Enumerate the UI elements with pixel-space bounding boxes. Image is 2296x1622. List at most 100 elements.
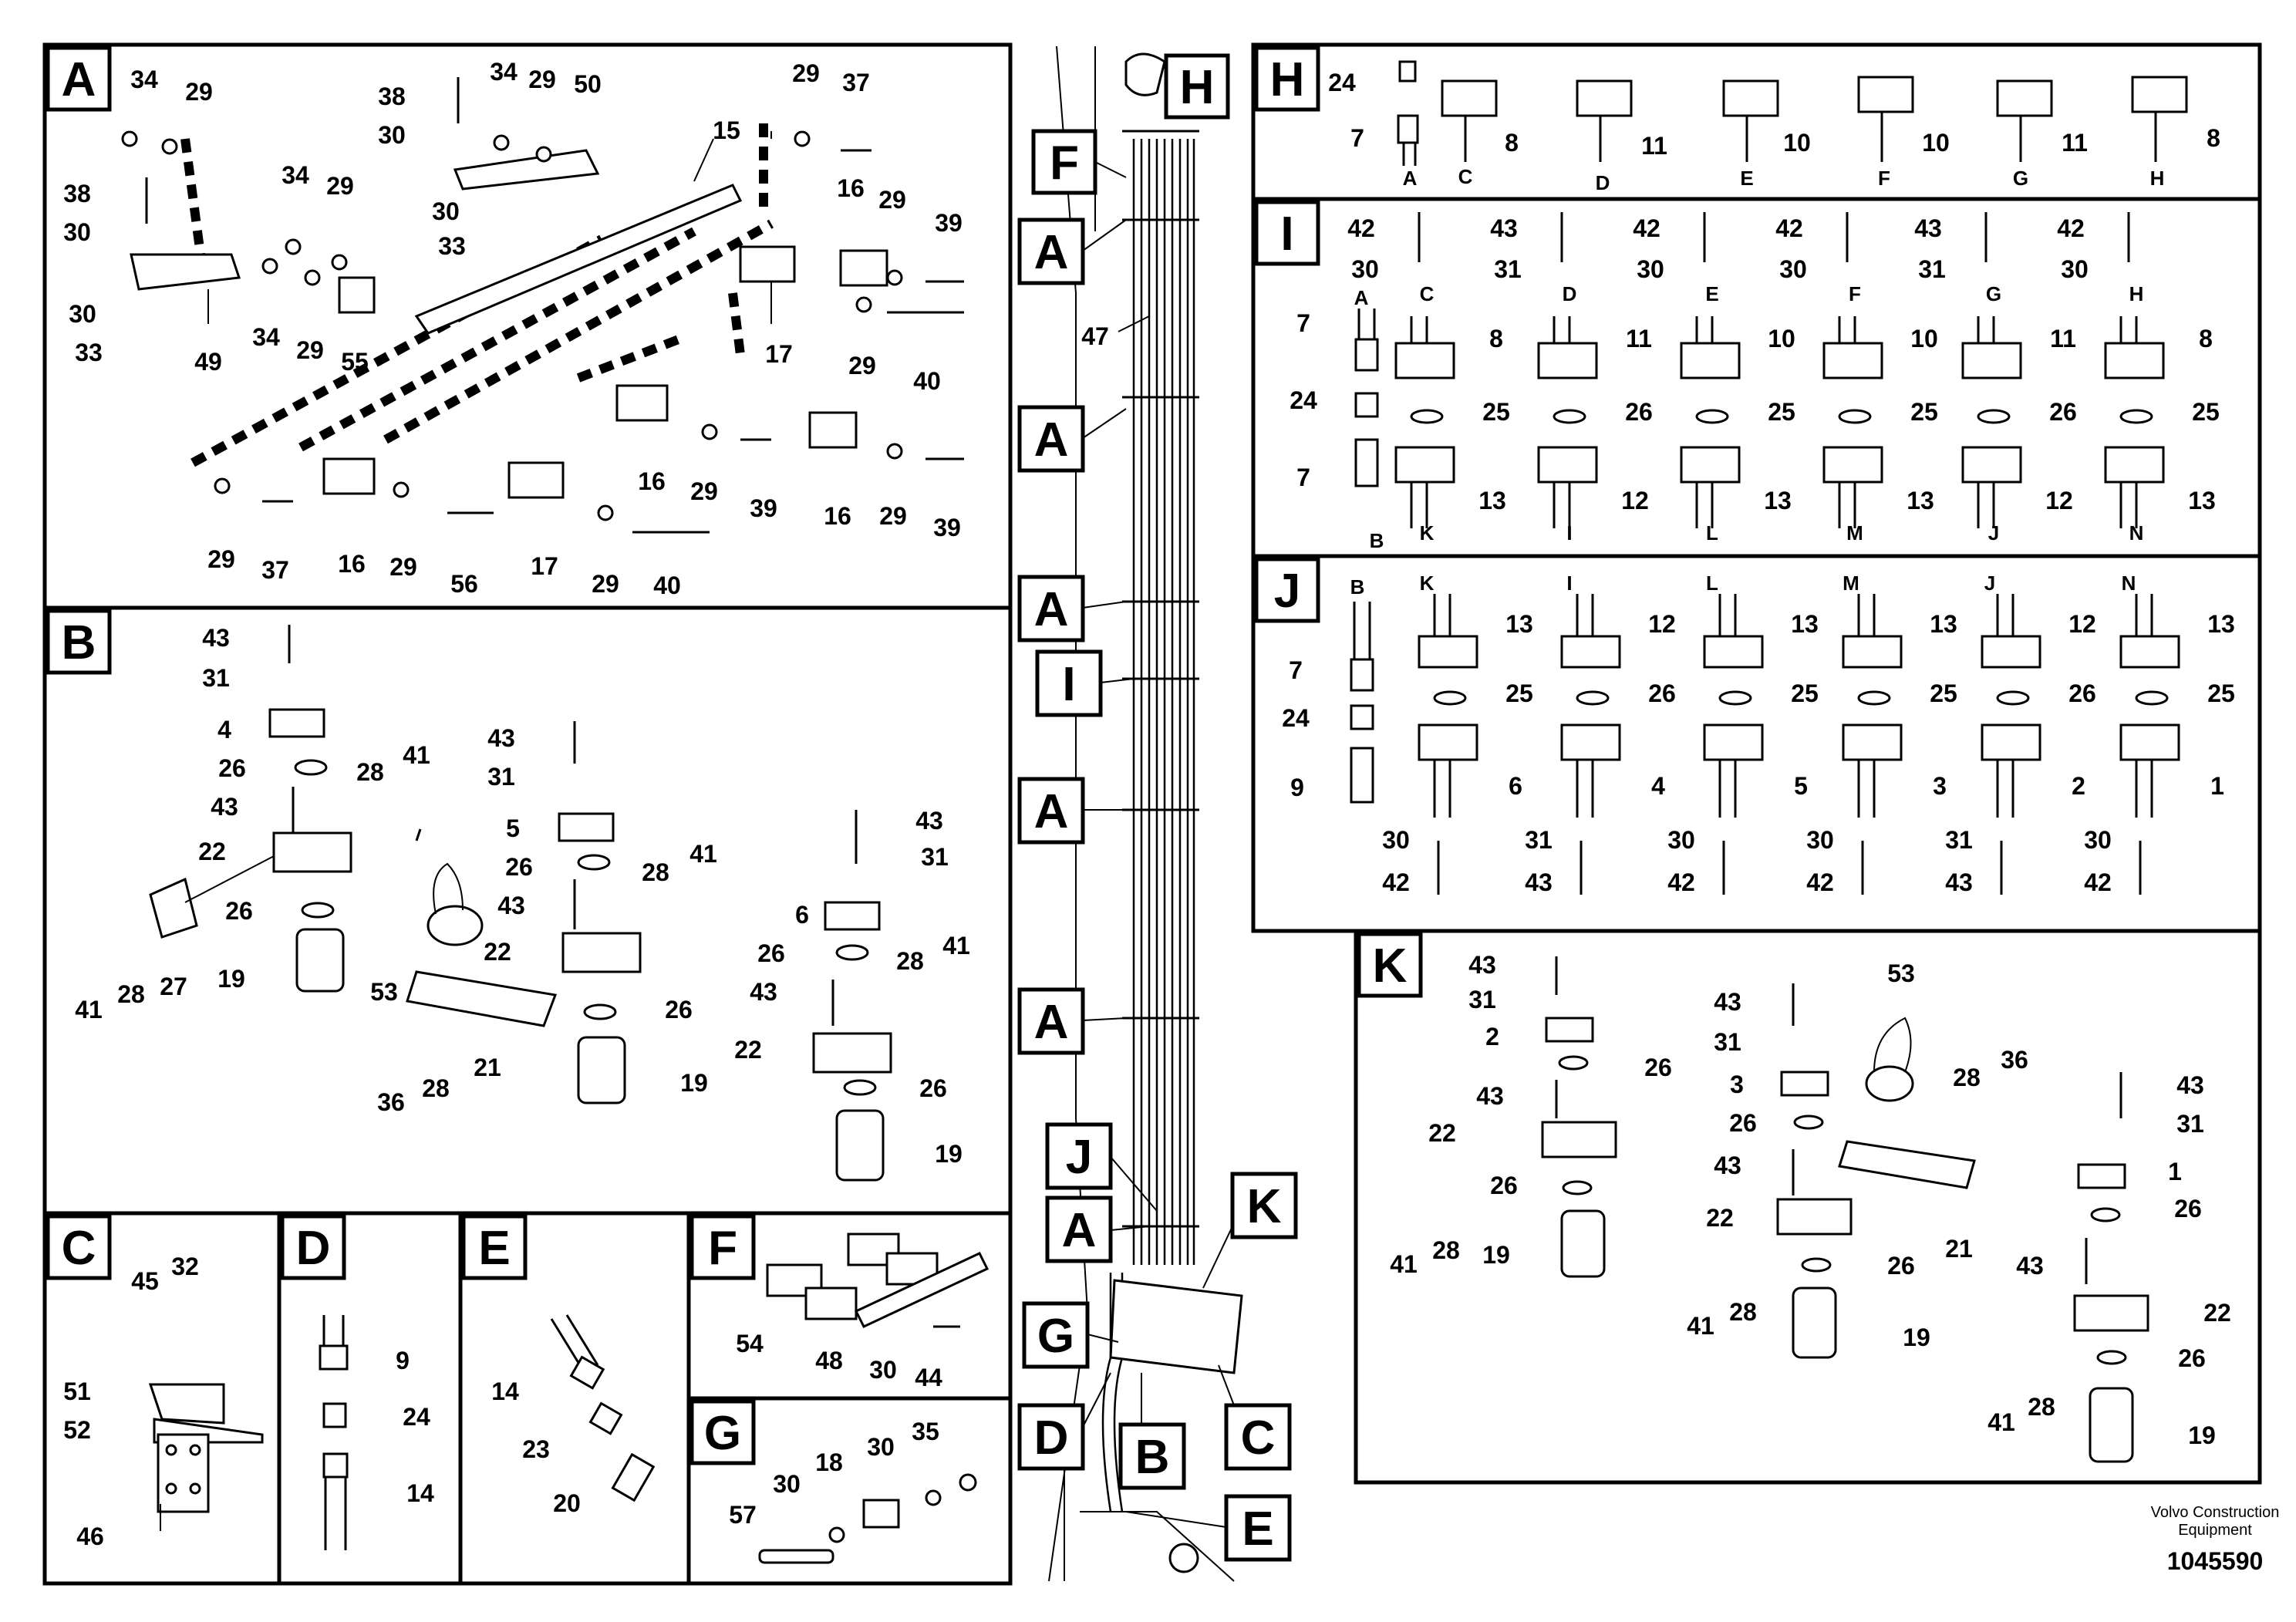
svg-text:14: 14 [406,1479,434,1507]
svg-text:30: 30 [867,1433,895,1461]
svg-text:26: 26 [505,853,533,881]
footer: Volvo Construction Equipment 1045590 [2151,1504,2280,1575]
section-i-label: 25 [1768,398,1795,426]
section-b-drawing [149,625,892,1182]
section-j-label: 13 [1930,610,1957,638]
svg-text:18: 18 [815,1448,843,1476]
svg-text:28: 28 [356,758,384,786]
section-j-label: 26 [1648,679,1676,707]
section-i-label: 30 [1351,255,1379,283]
svg-text:57: 57 [729,1501,757,1529]
svg-text:34: 34 [252,323,280,351]
section-i-label: 42 [1347,214,1375,242]
svg-text:I: I [1062,658,1075,711]
svg-text:19: 19 [1903,1324,1930,1351]
svg-text:F: F [1878,167,1890,190]
svg-text:24: 24 [1328,69,1356,96]
section-g-drawing [758,1473,977,1564]
section-tag-i: I [1254,200,1320,266]
svg-text:28: 28 [1432,1236,1460,1264]
section-j-label: 7 [1289,656,1303,684]
svg-text:31: 31 [2176,1110,2204,1138]
section-j-letter: I [1566,572,1572,595]
section-j-label: 12 [2068,610,2096,638]
svg-text:K: K [1247,1180,1282,1233]
svg-text:19: 19 [935,1140,963,1168]
svg-text:51: 51 [63,1378,91,1405]
svg-text:C: C [1241,1411,1276,1465]
section-j-letter: M [1843,572,1859,595]
company-name-line1: Volvo Construction [2151,1504,2280,1521]
section-tag-j: J [1254,557,1320,623]
svg-text:16: 16 [824,502,851,530]
svg-text:29: 29 [528,66,556,93]
svg-text:A: A [1034,583,1069,636]
svg-text:39: 39 [750,494,777,522]
section-k-labels: 43 31 2 26 43 22 26 41 28 19 53 43 31 3 … [1390,951,2231,1449]
svg-text:C: C [1458,165,1473,188]
section-i-label: 25 [2192,398,2220,426]
svg-text:43: 43 [2016,1252,2044,1280]
section-i-label: 13 [1764,487,1792,514]
section-i-label: 31 [1918,255,1946,283]
svg-text:46: 46 [76,1523,104,1550]
svg-text:29: 29 [878,186,906,214]
svg-text:29: 29 [690,477,718,505]
svg-text:37: 37 [261,556,289,584]
svg-text:43: 43 [2176,1071,2204,1099]
section-j-label: 42 [2084,868,2112,896]
svg-text:43: 43 [211,793,238,821]
svg-text:31: 31 [1714,1028,1741,1056]
svg-text:J: J [1274,565,1300,618]
svg-text:43: 43 [202,624,230,652]
section-j-label: 42 [1806,868,1834,896]
section-b-labels: 43 31 4 26 43 28 41 22 26 19 41 28 27 43… [75,624,970,1168]
callout-a5: A [1017,987,1085,1055]
callout-j: J [1045,1122,1113,1190]
section-i-letter: E [1705,282,1718,305]
svg-text:8: 8 [2207,124,2220,152]
svg-text:16: 16 [837,174,865,202]
svg-text:2: 2 [1485,1023,1499,1050]
section-d-labels: 9 24 14 [396,1347,434,1507]
svg-text:28: 28 [2028,1393,2055,1421]
svg-text:56: 56 [450,570,478,598]
svg-text:30: 30 [773,1470,801,1498]
section-j-letter: K [1420,572,1435,595]
section-i-label: 42 [1775,214,1803,242]
section-i-letter: G [1986,282,2001,305]
svg-text:I: I [1280,207,1293,261]
svg-text:36: 36 [2001,1046,2028,1074]
callout-a3: A [1017,575,1085,642]
svg-text:F: F [1050,137,1079,190]
section-i-label: 26 [2049,398,2077,426]
svg-text:43: 43 [1714,988,1741,1016]
section-tag-f: F [689,1214,756,1280]
svg-text:43: 43 [1476,1082,1504,1110]
section-i-letter-b: B [1370,529,1384,552]
section-i-label: 30 [1779,255,1807,283]
callout-i: I [1035,649,1103,717]
svg-text:21: 21 [1945,1235,1973,1263]
section-j-label: 30 [1382,826,1410,854]
svg-text:E: E [478,1222,510,1275]
section-j-label: 42 [1667,868,1695,896]
section-j-label: 43 [1945,868,1973,896]
callout-b: B [1118,1422,1186,1490]
svg-text:17: 17 [765,340,793,368]
section-i-letter: F [1849,282,1861,305]
svg-text:14: 14 [491,1378,519,1405]
svg-text:10: 10 [1922,129,1950,157]
svg-text:H: H [1270,53,1305,106]
svg-text:F: F [708,1222,737,1275]
callout-h: H [1164,53,1230,120]
svg-text:16: 16 [638,467,666,495]
section-j-label: 2 [2072,772,2085,800]
svg-text:G: G [2013,167,2028,190]
section-j-label: 25 [1791,679,1819,707]
callout-k: K [1230,1172,1298,1239]
section-j-label: 6 [1509,772,1522,800]
svg-text:26: 26 [919,1074,947,1102]
section-j-label: 13 [1505,610,1533,638]
